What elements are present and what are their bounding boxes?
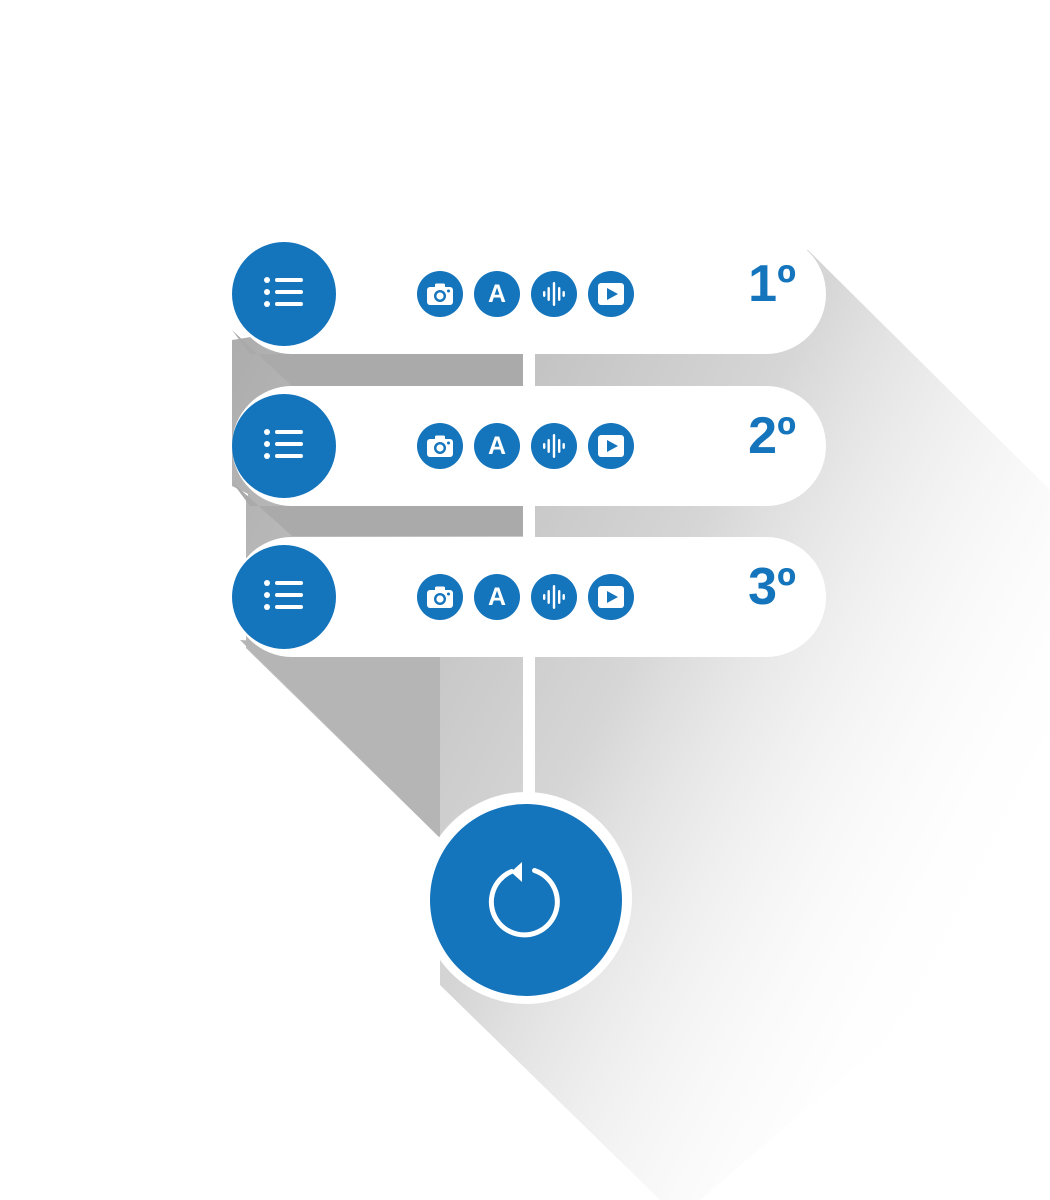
connector-line: [523, 504, 535, 540]
audio-icon: [541, 433, 567, 459]
camera-button[interactable]: [417, 423, 463, 469]
list-icon: [262, 577, 306, 618]
text-button[interactable]: A: [474, 271, 520, 317]
list-button[interactable]: [232, 242, 336, 346]
camera-button[interactable]: [417, 574, 463, 620]
video-button[interactable]: [588, 271, 634, 317]
audio-button[interactable]: [531, 574, 577, 620]
refresh-button[interactable]: [430, 804, 622, 996]
camera-icon: [426, 585, 454, 609]
audio-icon: [541, 281, 567, 307]
connector-line: [523, 655, 535, 797]
list-icon: [262, 426, 306, 467]
list-icon: [262, 274, 306, 315]
step-rank: 1º: [748, 255, 796, 313]
camera-button[interactable]: [417, 271, 463, 317]
text-icon: A: [487, 279, 507, 308]
list-button[interactable]: [232, 394, 336, 498]
media-icons: A: [417, 271, 634, 317]
step-bar-1: A 1º: [232, 234, 826, 354]
audio-button[interactable]: [531, 423, 577, 469]
refresh-icon: [488, 862, 560, 938]
list-button[interactable]: [232, 545, 336, 649]
video-icon: [597, 585, 625, 609]
audio-button[interactable]: [531, 271, 577, 317]
step-bar-3: A 3º: [232, 537, 826, 657]
text-button[interactable]: A: [474, 423, 520, 469]
media-icons: A: [417, 423, 634, 469]
camera-icon: [426, 282, 454, 306]
step-rank: 3º: [748, 558, 796, 616]
audio-icon: [541, 584, 567, 610]
video-icon: [597, 282, 625, 306]
camera-icon: [426, 434, 454, 458]
step-bar-2: A 2º: [232, 386, 826, 506]
text-icon: A: [487, 582, 507, 611]
text-icon: A: [487, 431, 507, 460]
media-icons: A: [417, 574, 634, 620]
connector-line: [523, 352, 535, 388]
text-button[interactable]: A: [474, 574, 520, 620]
step-rank: 2º: [748, 407, 796, 465]
video-button[interactable]: [588, 423, 634, 469]
video-icon: [597, 434, 625, 458]
video-button[interactable]: [588, 574, 634, 620]
